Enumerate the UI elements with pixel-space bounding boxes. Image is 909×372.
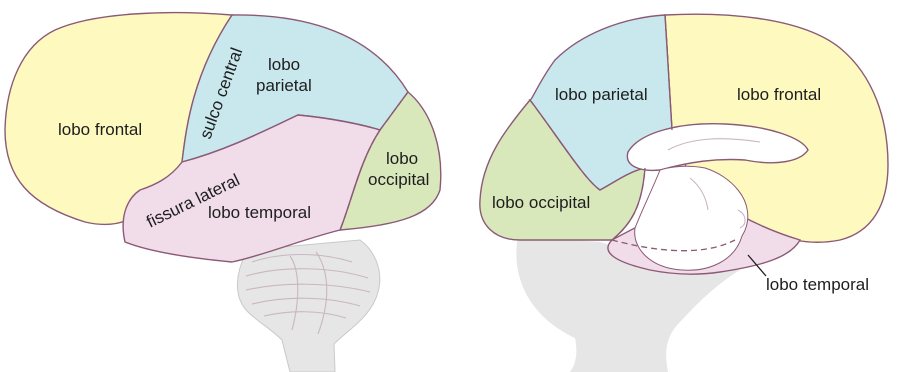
lateral-brainstem-cerebellum: [237, 240, 379, 372]
lateral-occipital-label-line1: lobo: [386, 149, 418, 168]
lateral-view: lobo frontal sulco central lobo parietal…: [5, 13, 441, 372]
lateral-parietal-label-line2: parietal: [256, 76, 312, 95]
medial-frontal-label: lobo frontal: [737, 85, 821, 104]
lateral-temporal-label: lobo temporal: [208, 203, 311, 222]
lateral-parietal-label-line1: lobo: [268, 55, 300, 74]
medial-interior: [635, 166, 748, 270]
medial-parietal-label: lobo parietal: [555, 85, 648, 104]
medial-occipital-label: lobo occipital: [492, 193, 590, 212]
lateral-frontal-label: lobo frontal: [58, 120, 142, 139]
medial-view: lobo parietal lobo frontal lobo occipita…: [480, 14, 888, 372]
medial-temporal-label: lobo temporal: [766, 275, 869, 294]
lateral-occipital-label-line2: occipital: [368, 170, 429, 189]
